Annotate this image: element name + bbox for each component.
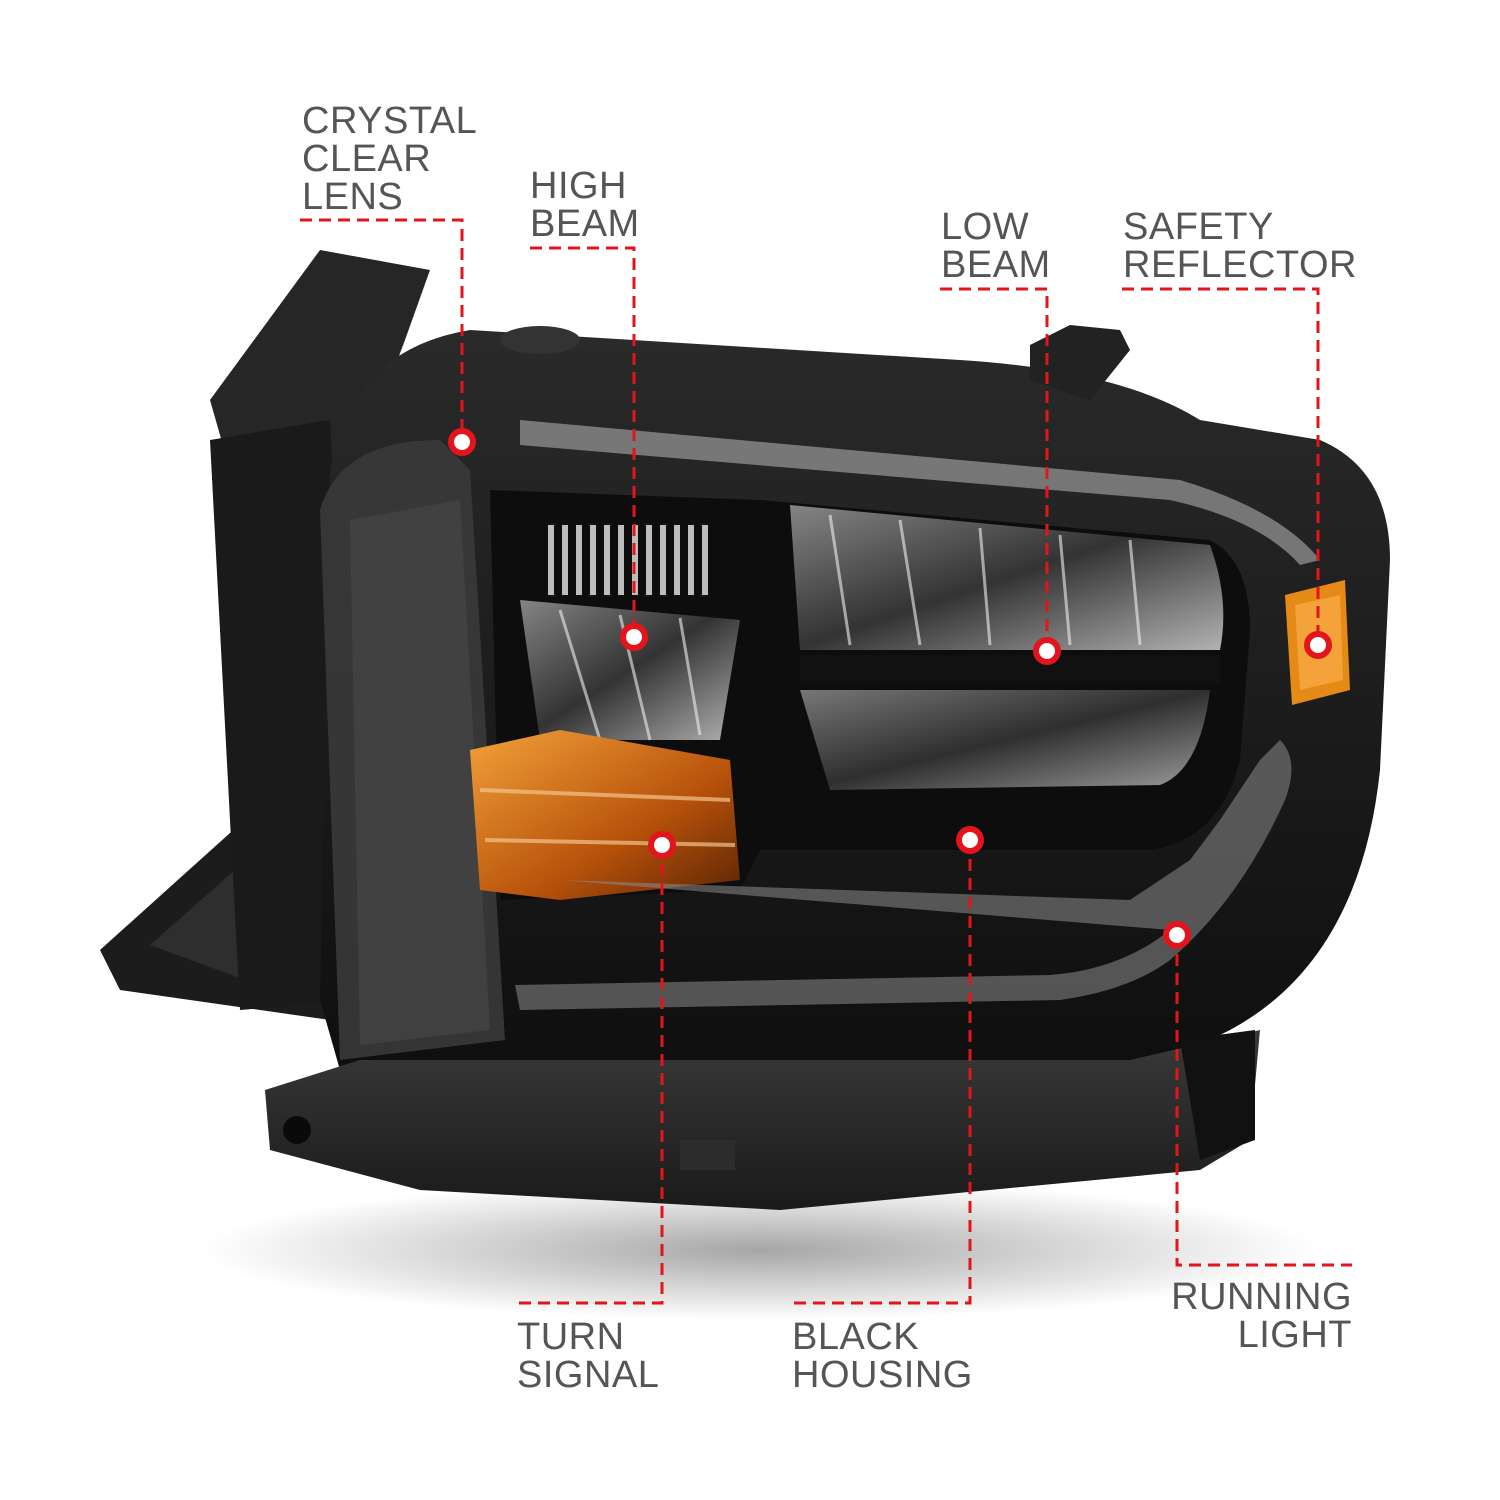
dot-turn-signal [648, 831, 676, 859]
leader-safety-reflector [1122, 287, 1332, 659]
leader-black-housing [793, 826, 984, 1305]
label-line: SAFETY [1123, 206, 1274, 248]
label-line: RUNNING [1171, 1276, 1352, 1318]
dot-crystal-clear-lens [448, 428, 476, 456]
low-beam-reflector [790, 505, 1224, 650]
top-light-guide [520, 420, 1320, 565]
label-line: SIGNAL [517, 1354, 660, 1396]
label-line: HIGH [530, 165, 627, 207]
label-line: LENS [302, 176, 404, 218]
label-low-beam: LOW BEAM [941, 208, 1051, 284]
turn-signal-lens [470, 730, 740, 900]
label-line: HOUSING [792, 1354, 973, 1396]
base-housing [265, 1030, 1260, 1210]
label-line: CLEAR [302, 138, 432, 180]
dot-low-beam [1033, 637, 1061, 665]
high-beam-heatsink [548, 525, 708, 595]
label-line: CRYSTAL [302, 100, 478, 142]
dot-safety-reflector [1304, 631, 1332, 659]
label-crystal-clear-lens: CRYSTAL CLEAR LENS [302, 102, 477, 216]
dot-running-light [1163, 921, 1191, 949]
dot-black-housing [956, 826, 984, 854]
label-line: LOW [941, 206, 1030, 248]
floor-shadow [200, 1180, 1320, 1320]
leader-crystal-clear-lens [300, 218, 476, 456]
dot-high-beam [620, 623, 648, 651]
crystal-clear-lens-strip [320, 440, 505, 1060]
high-beam-reflector [520, 600, 740, 740]
label-line: BEAM [941, 244, 1051, 286]
top-tab-right [1030, 325, 1130, 400]
label-turn-signal: TURN SIGNAL [517, 1318, 659, 1394]
label-line: REFLECTOR [1123, 244, 1357, 286]
leader-running-light [1163, 921, 1352, 1267]
label-running-light: RUNNING LIGHT [1171, 1278, 1352, 1354]
label-line: LIGHT [1237, 1314, 1352, 1356]
label-line: BLACK [792, 1316, 920, 1358]
leader-turn-signal [516, 831, 676, 1305]
label-safety-reflector: SAFETY REFLECTOR [1123, 208, 1357, 284]
low-beam-lower-reflector [800, 690, 1210, 790]
label-line: BEAM [530, 203, 640, 245]
leader-low-beam [940, 287, 1061, 665]
label-line: TURN [517, 1316, 625, 1358]
leader-high-beam [530, 246, 648, 651]
label-high-beam: HIGH BEAM [530, 167, 640, 243]
label-black-housing: BLACK HOUSING [792, 1318, 973, 1394]
